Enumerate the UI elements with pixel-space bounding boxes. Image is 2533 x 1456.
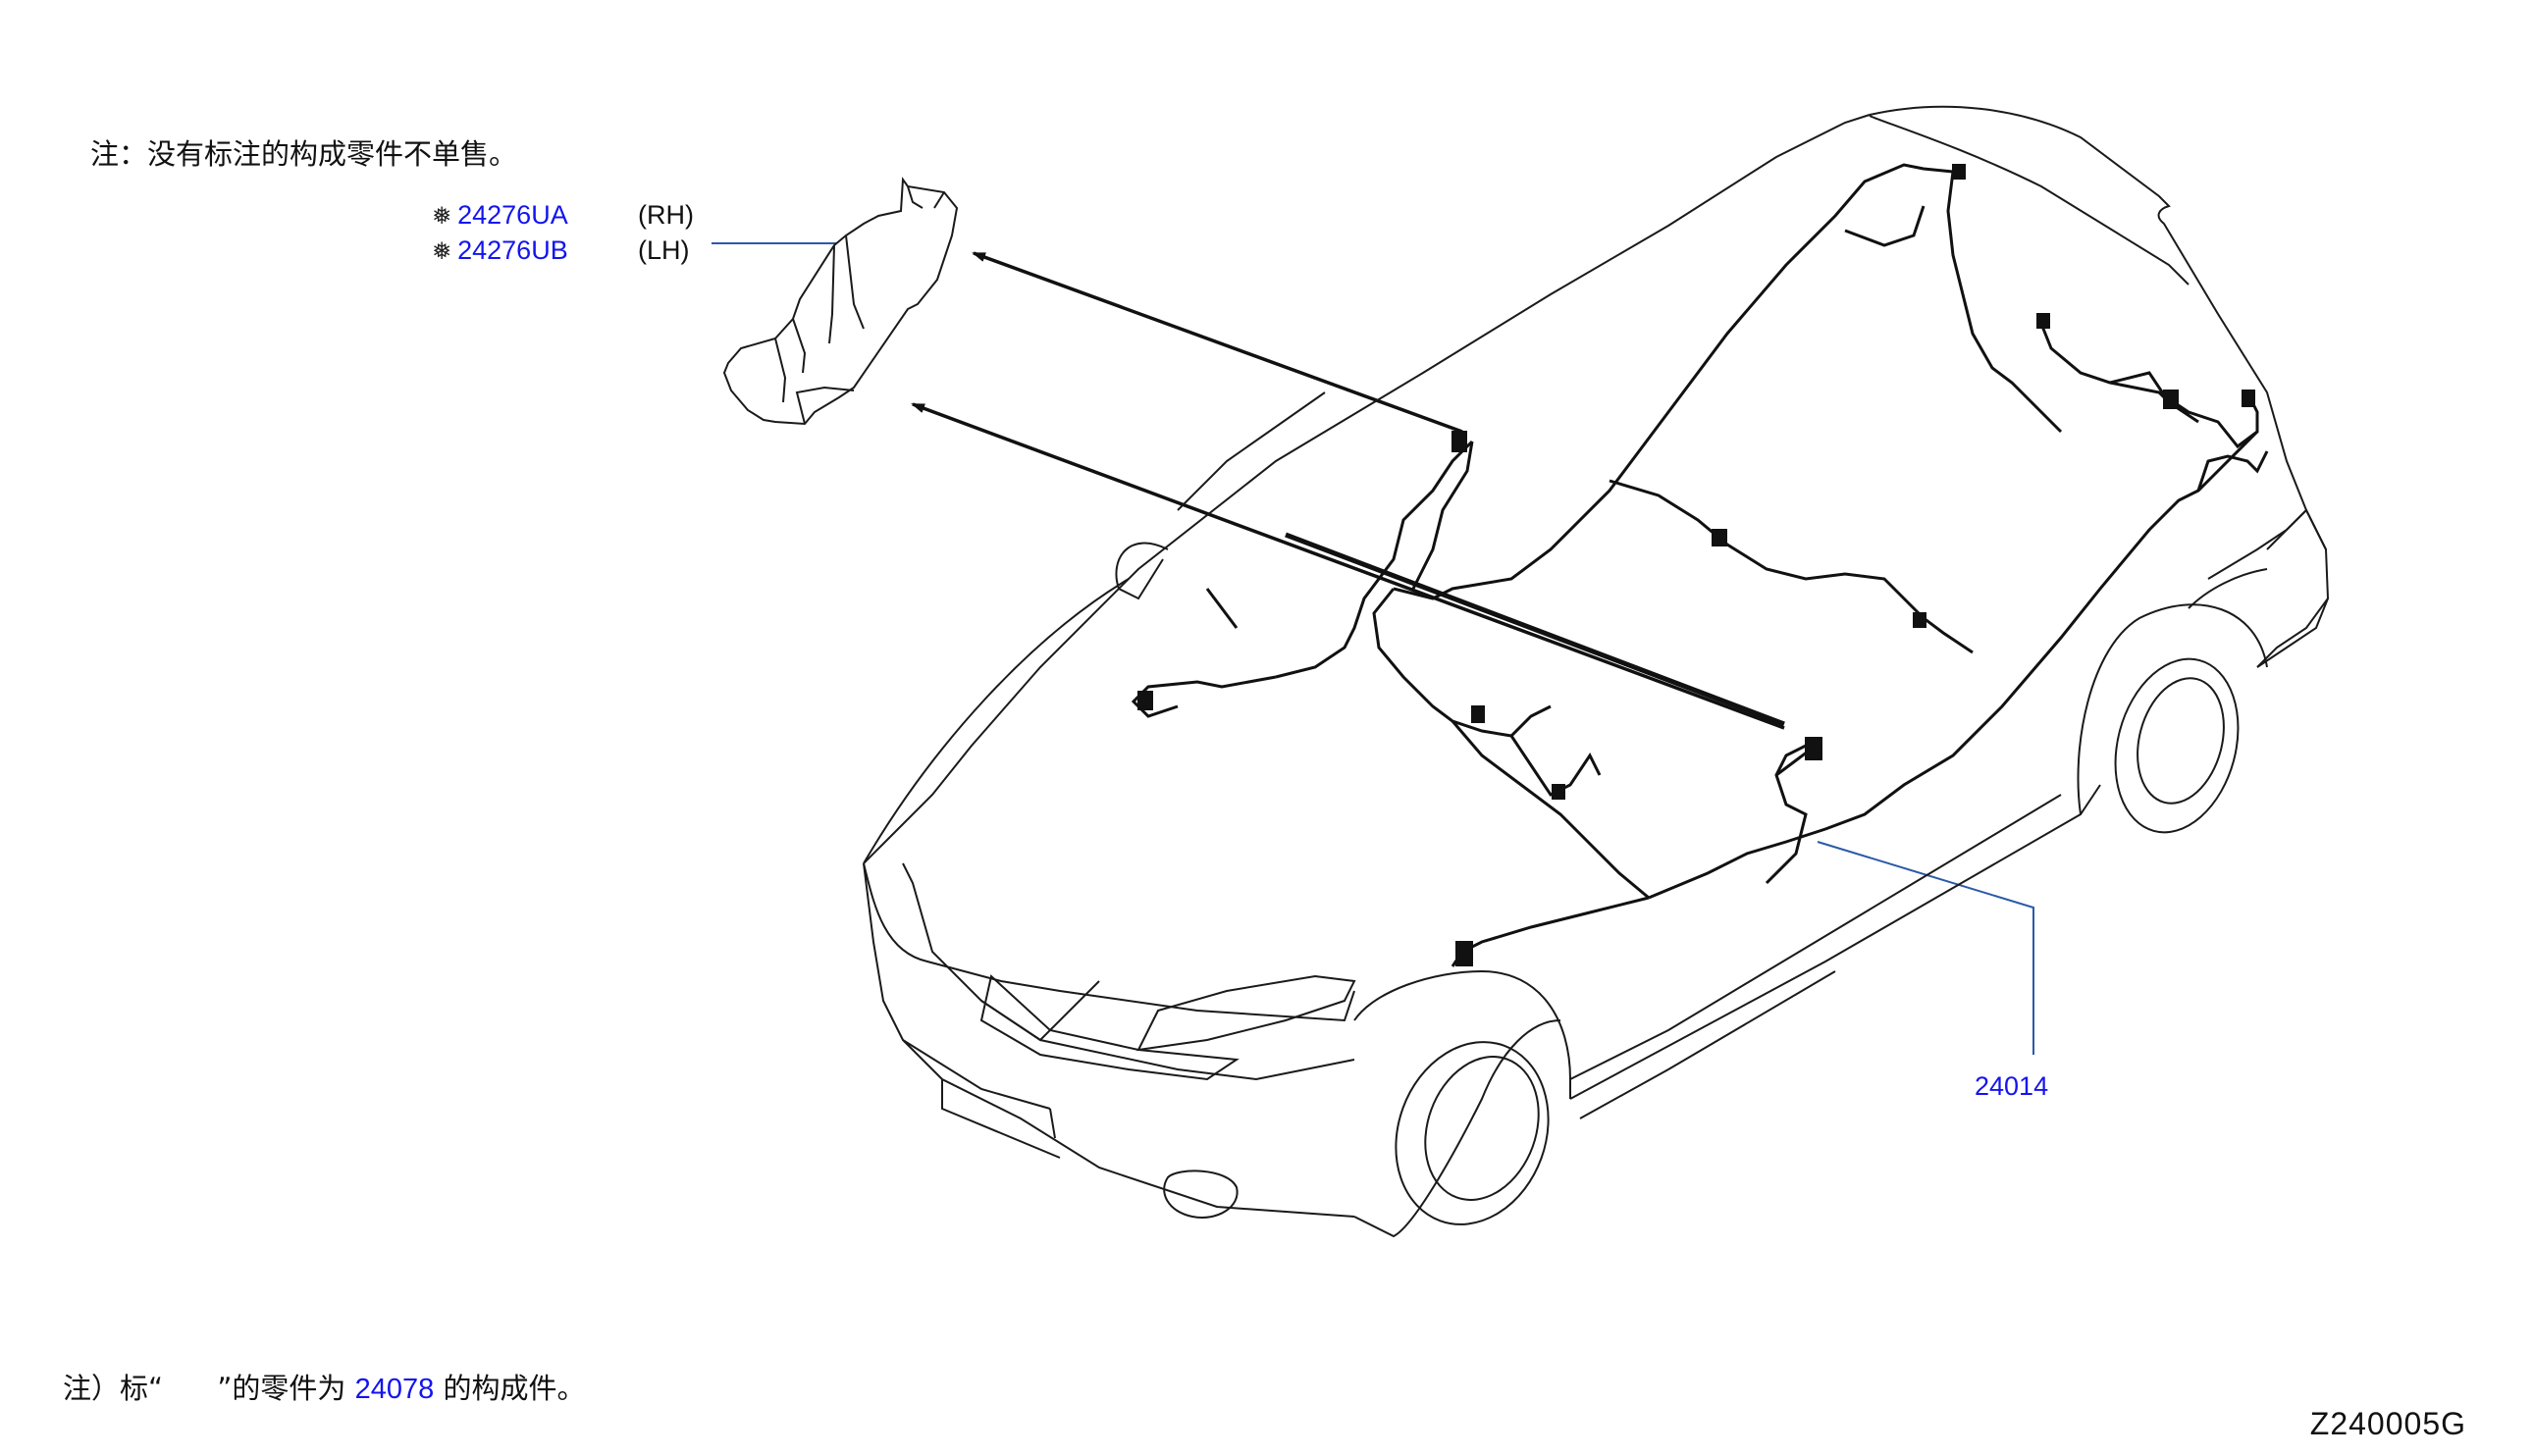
part-number-lh[interactable]: 24276UB <box>457 235 568 265</box>
connectors <box>1137 164 2255 966</box>
wiring-harness[interactable] <box>1131 163 2269 967</box>
harness-part-number[interactable]: 24014 <box>1975 1071 2049 1101</box>
note-suffix: 的构成件。 <box>443 1372 586 1405</box>
snowflake-icon: ❅ <box>432 237 452 265</box>
arrow-head-fill <box>1285 532 1785 727</box>
harness-leader <box>1817 841 2034 1055</box>
note-ref-number[interactable]: 24078 <box>354 1374 435 1405</box>
note-middle: ”的零件为 <box>217 1372 346 1405</box>
note-prefix: 注）标“ <box>63 1372 164 1405</box>
part-number-rh[interactable]: 24276UA <box>457 200 568 230</box>
bottom-note: 注）标“ ”的零件为 24078 的构成件。 <box>63 1366 585 1407</box>
side-label-rh: (RH) <box>638 200 694 230</box>
car-body <box>863 105 2330 1238</box>
bracket-part[interactable] <box>722 177 959 426</box>
diagram-id: Z240005G <box>2309 1406 2466 1441</box>
top-note: 注：没有标注的构成零件不单售。 <box>90 137 518 171</box>
side-label-lh: (LH) <box>638 235 690 265</box>
snowflake-icon: ❅ <box>432 202 452 230</box>
arrows <box>911 251 1785 730</box>
part-callout-lh[interactable]: ❅24276UB <box>432 235 568 266</box>
part-callout-rh[interactable]: ❅24276UA <box>432 200 568 231</box>
